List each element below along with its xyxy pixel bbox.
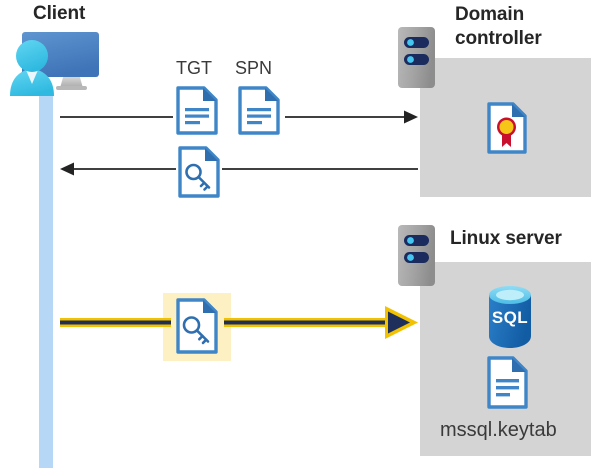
client-lifeline: [39, 88, 53, 468]
sql-label: SQL: [491, 308, 529, 327]
key-document-icon-response: [178, 146, 220, 198]
spn-label: SPN: [235, 58, 273, 78]
flow-arrow-ticket: [60, 306, 418, 339]
linux-server-title: Linux server: [450, 228, 562, 249]
ticket-highlight-box: [163, 293, 231, 361]
keytab-filename-label: mssql.keytab: [440, 419, 557, 441]
document-icon-spn: [238, 86, 280, 135]
document-icon-tgt: [176, 86, 218, 135]
client-title: Client: [33, 3, 86, 24]
domain-controller-title-line2: controller: [455, 28, 542, 49]
flow-arrow-response: [60, 162, 418, 176]
domain-controller-panel: [420, 58, 591, 197]
client-workstation-icon: [10, 32, 99, 96]
tgt-label: TGT: [176, 58, 212, 78]
domain-controller-title-line1: Domain: [455, 4, 525, 25]
flow-arrow-request: [60, 110, 418, 124]
